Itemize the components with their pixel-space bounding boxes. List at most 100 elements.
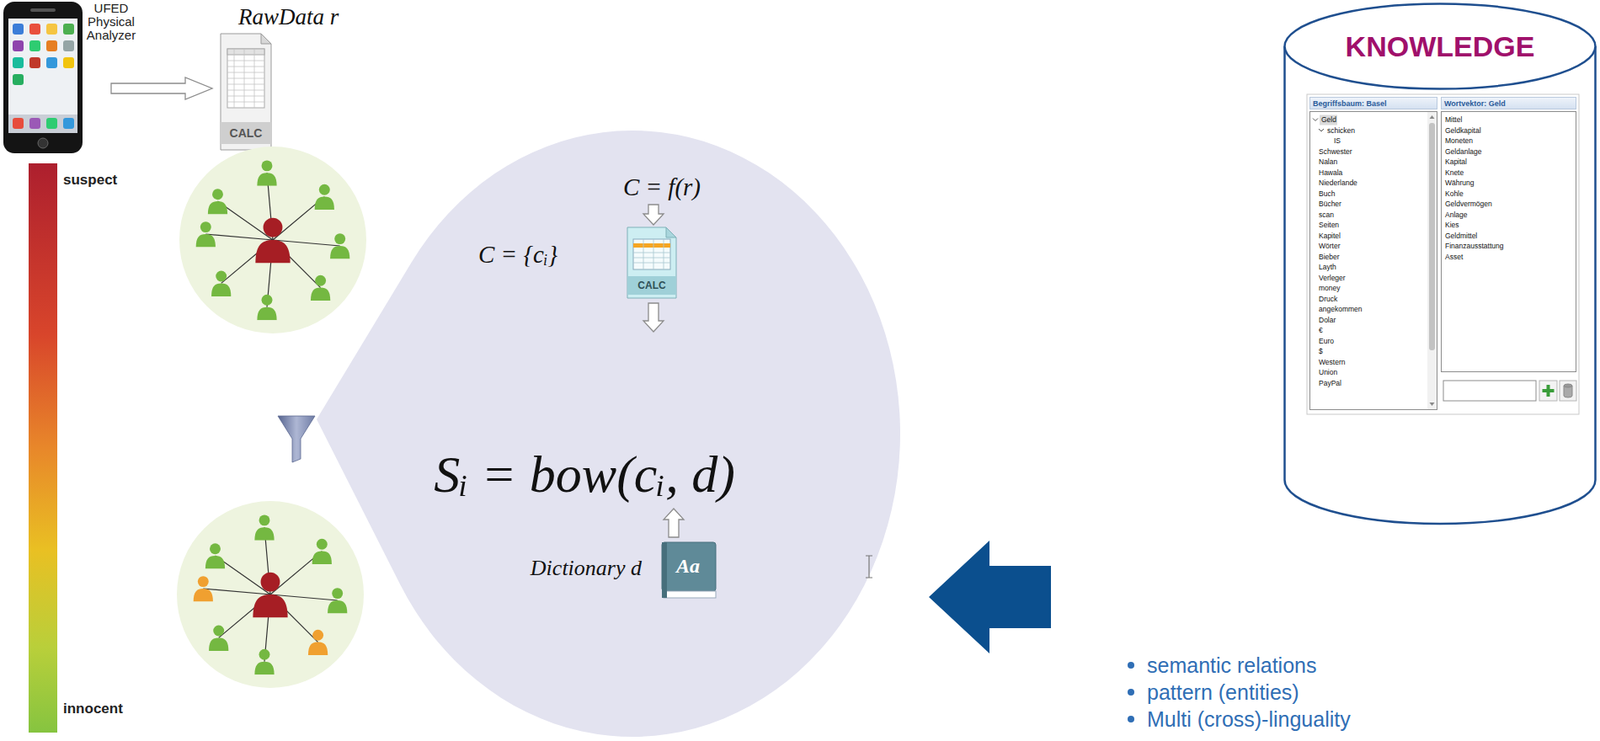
list-box: MittelGeldkapitalMonetenGeldanlageKapita… [1440,111,1577,373]
contact-network [176,501,364,688]
phone-icon [29,23,41,35]
phone-icon [46,117,58,129]
dictionary-label: Dictionary d [530,554,642,582]
list-item: Bieber [1310,251,1437,263]
scale-label: suspect [63,171,118,189]
suspicion-scale [28,163,58,733]
phone-icon [3,1,83,154]
list-item: schicken [1310,125,1437,137]
list-item: Geldanlage [1441,146,1576,158]
phone-icon [37,138,48,149]
contact-network [254,514,274,540]
extract-arrow [111,77,213,100]
contact-network [211,271,231,297]
list-item: Bücher [1310,198,1437,210]
dictionary-book [663,591,716,598]
contact-network [208,188,228,214]
screenshot-frame [1559,380,1577,401]
spreadsheet-icon [220,33,272,150]
contact-network [308,629,328,656]
formula: Sᵢ = bow(cᵢ, d) [433,442,736,506]
contact-network [256,294,277,320]
formula: C = f(r) [623,172,701,203]
contact-network [205,543,225,569]
list-item: IS [1310,135,1437,147]
contact-network [256,160,277,186]
screenshot-frame [1563,384,1573,388]
contact-network [255,218,290,264]
screenshot-frame [1427,112,1437,410]
phone-icon [8,18,78,134]
cylinder-shape [1285,46,1596,524]
phone-icon [29,40,41,52]
contact-network [327,587,347,614]
phone-icon [46,23,58,35]
contact-network [330,233,350,259]
book-caption: Aa [676,554,700,579]
panel-heading: Wortvektor: Geld [1440,96,1577,110]
list-item: Finanzausstattung [1441,240,1576,252]
spreadsheet-icon [227,48,265,108]
flow-arrow [928,540,1051,654]
list-item: Union [1310,367,1437,379]
screenshot-frame [1429,115,1435,406]
contact-network [252,572,288,619]
spreadsheet-icon [633,239,671,270]
spreadsheet-icon [220,33,272,150]
store-title: KNOWLEDGE [1345,29,1536,64]
screenshot-frame [1539,380,1558,401]
bullet-item: Multi (cross)-linguality [1146,706,1351,732]
cylinder-shape [1285,4,1596,90]
spreadsheet-icon [227,48,265,55]
process-bubble: C = f(r) C = {cᵢ} Sᵢ = bow(cᵢ, d) Dictionar… [316,130,901,737]
list-item: Moneten [1441,135,1576,147]
bullet-dot [1127,688,1135,696]
bullet-item: semantic relations [1146,652,1317,678]
extract-arrow [111,77,213,100]
spreadsheet-icon [627,227,677,299]
phone-icon [12,117,24,129]
list-item: Geldvermögen [1441,198,1576,210]
list-item: Geldmittel [1441,230,1576,242]
list-item: Kapital [1441,156,1576,168]
phone-icon [63,40,75,52]
list-item: Mittel [1441,114,1576,126]
list-item: Niederlande [1310,177,1437,189]
list-item: Dolar [1310,314,1437,326]
list-item: Buch [1310,188,1437,200]
list-item: Kapitel [1310,230,1437,242]
screenshot-frame [1429,122,1435,351]
phone-icon [3,1,83,154]
contact-network [254,649,274,675]
phone-icon [29,57,41,69]
screenshot-frame [1542,384,1555,397]
contact-network [208,625,229,651]
list-item: Asset [1441,251,1576,263]
suspicion-scale [28,163,58,733]
bubble-shape [316,130,901,737]
bullet-dot [1127,661,1135,723]
list-item: Western [1310,357,1437,368]
contact-network [310,275,331,301]
bullet-dot [1127,715,1135,723]
phone-icon [12,23,24,35]
spreadsheet-icon [220,122,272,144]
contact-network [314,184,335,210]
phone-icon [46,57,58,69]
panel-heading: Begriffsbaum: Basel [1309,96,1438,110]
list-item: Euro [1310,336,1437,347]
list-item: Seiten [1310,219,1437,231]
list-item: Wörter [1310,240,1437,252]
phone-icon [30,8,56,12]
contact-network [312,538,332,565]
list-item: Hawala [1310,167,1437,179]
screenshot-frame [1443,380,1536,401]
dictionary-book [661,542,716,598]
phone-icon [12,40,24,52]
formula: C = {cᵢ} [478,240,558,270]
phone-icon [12,57,24,69]
file-label: RawData r [238,3,339,31]
list-item: Nalan [1310,156,1437,168]
